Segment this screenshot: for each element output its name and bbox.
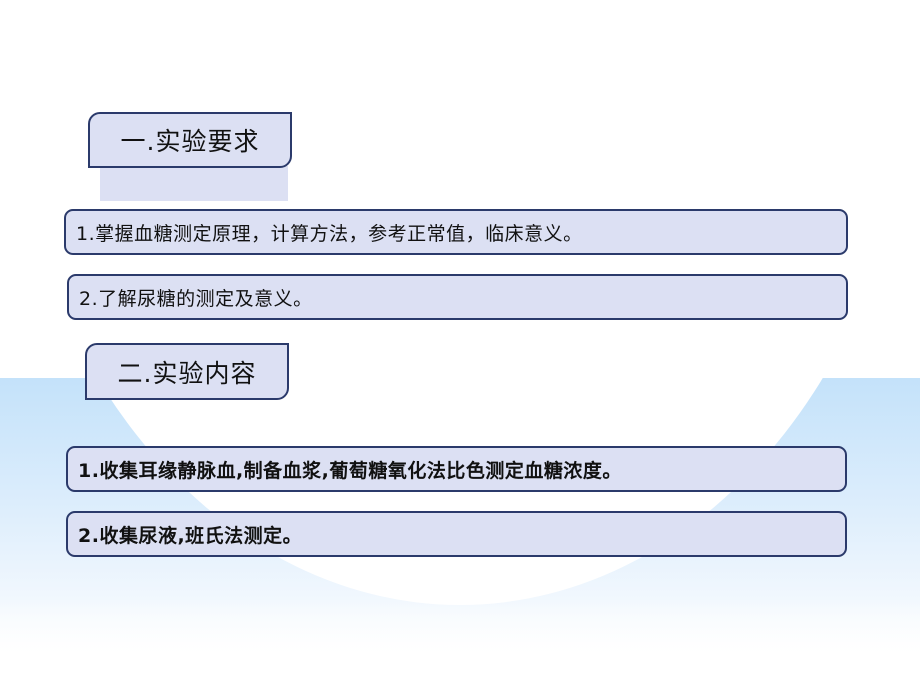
item-text: 1.收集耳缘静脉血,制备血浆,葡萄糖氧化法比色测定血糖浓度。 bbox=[78, 459, 622, 482]
heading-tail-decoration bbox=[100, 166, 288, 201]
section-heading-requirements: 一.实验要求 bbox=[88, 112, 292, 168]
background-fade bbox=[0, 600, 920, 690]
requirement-item-1: 1.掌握血糖测定原理，计算方法，参考正常值，临床意义。 bbox=[64, 209, 848, 255]
content-item-2: 2.收集尿液,班氏法测定。 bbox=[66, 511, 847, 557]
content-item-1: 1.收集耳缘静脉血,制备血浆,葡萄糖氧化法比色测定血糖浓度。 bbox=[66, 446, 847, 492]
item-text: 2.收集尿液,班氏法测定。 bbox=[78, 524, 303, 547]
section-heading-content: 二.实验内容 bbox=[85, 343, 289, 400]
requirement-item-2: 2.了解尿糖的测定及意义。 bbox=[67, 274, 848, 320]
section-heading-text: 二.实验内容 bbox=[117, 358, 257, 388]
section-heading-text: 一.实验要求 bbox=[120, 127, 260, 156]
item-text: 2.了解尿糖的测定及意义。 bbox=[79, 287, 313, 310]
item-text: 1.掌握血糖测定原理，计算方法，参考正常值，临床意义。 bbox=[76, 222, 583, 245]
